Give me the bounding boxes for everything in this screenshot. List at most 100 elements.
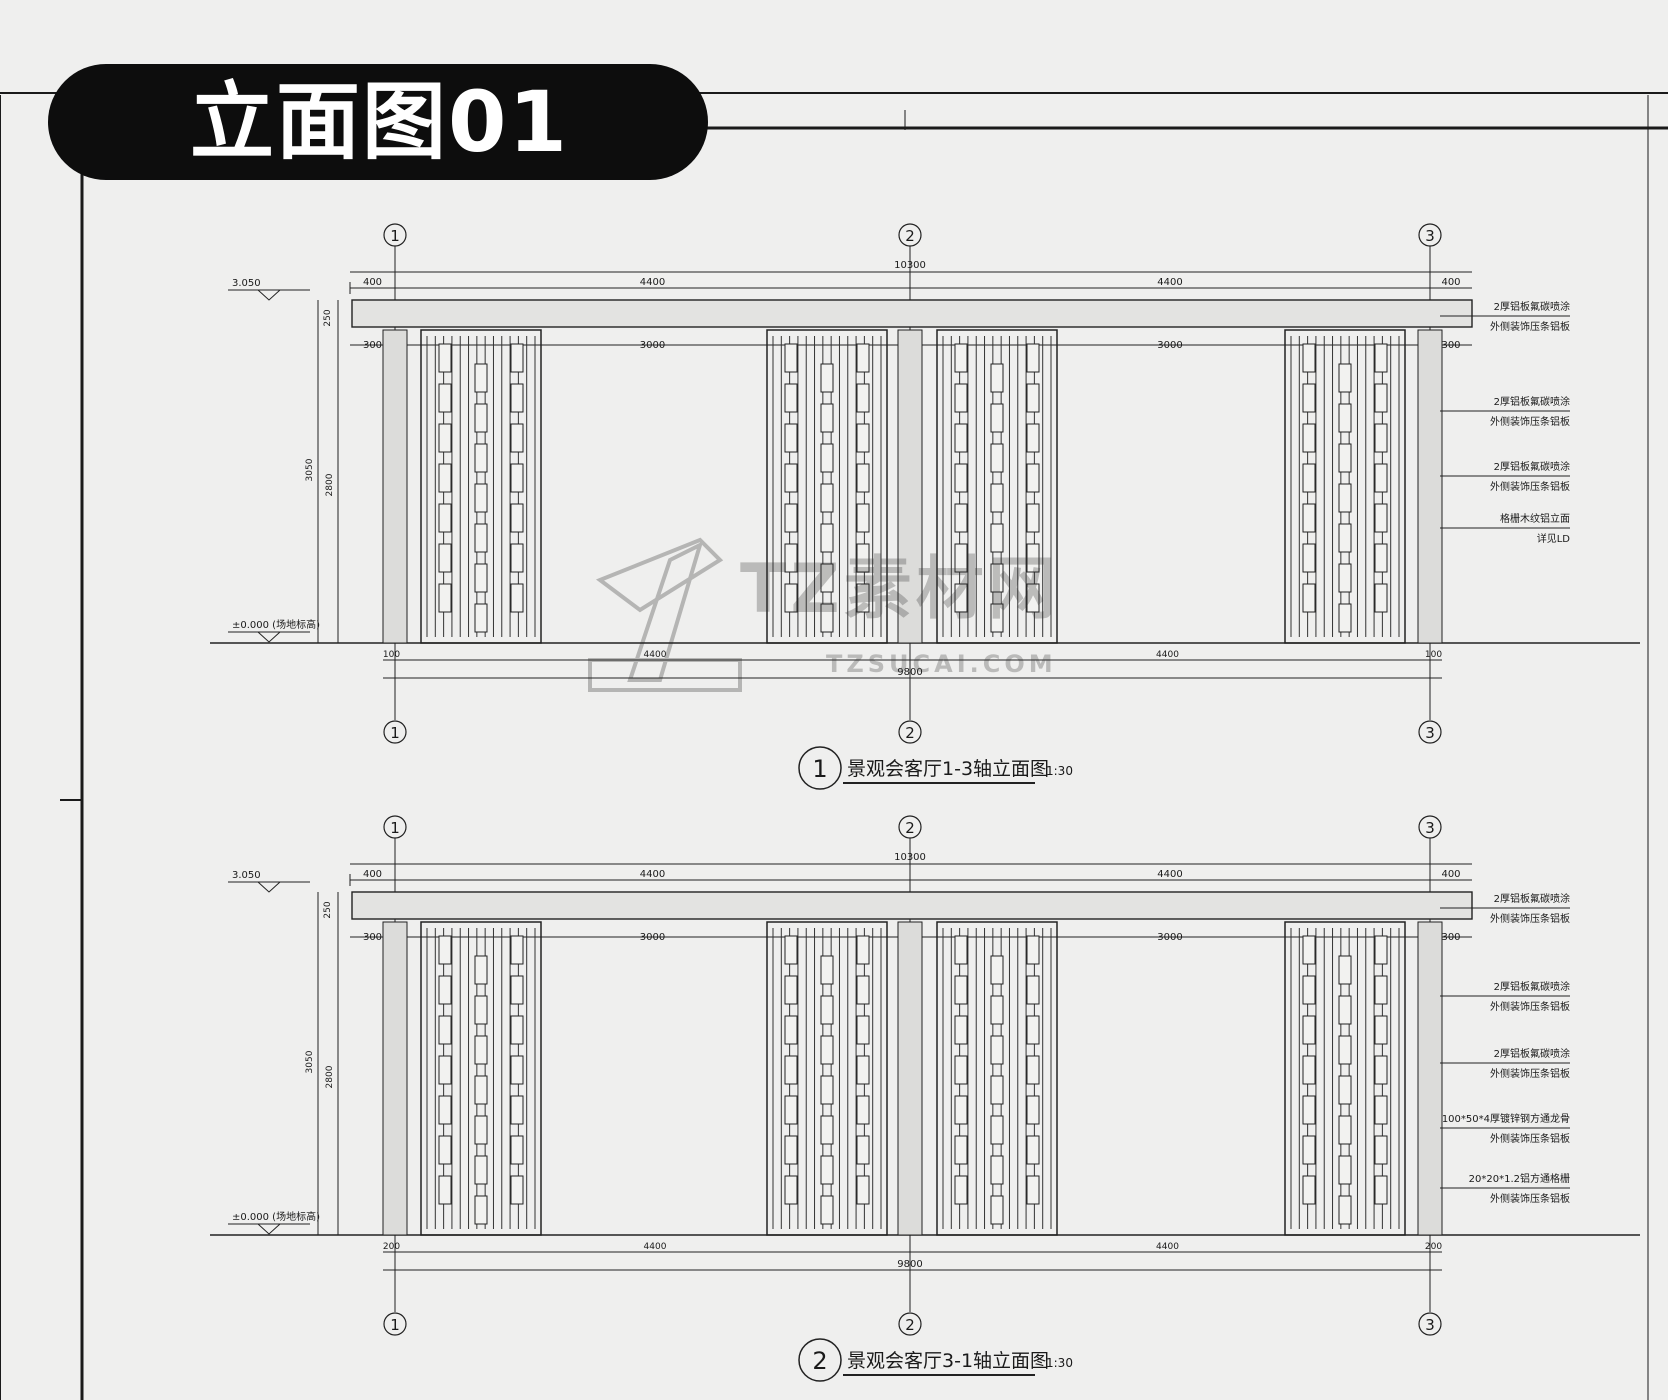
screen-block [1026, 1015, 1040, 1045]
screen-block [1338, 443, 1352, 473]
top-dimension: 400 [1441, 869, 1460, 880]
ground-level-label: ±0.000 (场地标高) [232, 1210, 320, 1223]
top-dimension: 4400 [1157, 869, 1182, 880]
height-total-dim: 3050 [305, 458, 315, 481]
screen-block [1374, 423, 1388, 453]
screen-block [474, 1075, 488, 1105]
screen-block [474, 1155, 488, 1185]
annotation-text: 外侧装饰压条铝板 [1490, 912, 1570, 925]
screen-panel [936, 329, 1058, 644]
screen-block [1374, 1015, 1388, 1045]
screen-block [438, 1135, 452, 1165]
screen-block [1374, 1095, 1388, 1125]
screen-block [856, 423, 870, 453]
screen-block [1338, 363, 1352, 393]
overall-dimension: 10300 [894, 852, 926, 863]
screen-block [954, 423, 968, 453]
screen-block [856, 343, 870, 373]
screen-block [990, 955, 1004, 985]
screen-block [1302, 343, 1316, 373]
screen-block [990, 995, 1004, 1025]
screen-panel [936, 921, 1058, 1236]
screen-panel [420, 329, 542, 644]
screen-block [1302, 1175, 1316, 1205]
overall-dimension: 10300 [894, 260, 926, 271]
screen-panel [1284, 921, 1406, 1236]
page-title: 立面图01 [190, 73, 569, 171]
screen-block [856, 935, 870, 965]
screen-block [954, 503, 968, 533]
bottom-total-dim: 9800 [897, 667, 922, 678]
beam-height-dim: 250 [323, 309, 333, 326]
annotation-text: 外侧装饰压条铝板 [1490, 1067, 1570, 1080]
screen-block [820, 955, 834, 985]
screen-block [990, 483, 1004, 513]
screen-block [1026, 1095, 1040, 1125]
height-main-dim: 2800 [325, 1065, 335, 1088]
screen-block [438, 543, 452, 573]
screen-block [990, 523, 1004, 553]
screen-block [856, 1135, 870, 1165]
screen-block [1338, 1155, 1352, 1185]
screen-block [510, 975, 524, 1005]
screen-block [1338, 1035, 1352, 1065]
roof-beam [351, 299, 1473, 328]
screen-block [856, 1055, 870, 1085]
screen-block [474, 1195, 488, 1225]
level-marker-icon [256, 631, 282, 643]
axis-label: 2 [905, 227, 915, 245]
axis-bubble [898, 1312, 922, 1336]
bottom-dimension: 200 [383, 1242, 400, 1252]
axis-bubble [1418, 720, 1442, 744]
axis-bubble [383, 1312, 407, 1336]
caption-bubble [798, 1338, 842, 1382]
screen-block [438, 1055, 452, 1085]
screen-block [1302, 383, 1316, 413]
annotation-text: 外侧装饰压条铝板 [1490, 1192, 1570, 1205]
caption-number: 2 [812, 1347, 827, 1375]
screen-block [474, 603, 488, 633]
screen-block [510, 1095, 524, 1125]
level-marker-icon [256, 881, 282, 893]
axis-label: 1 [390, 227, 400, 245]
screen-block [1374, 583, 1388, 613]
watermark-logo-icon [588, 537, 742, 692]
watermark-url: TZSUCAI.COM [826, 650, 1057, 678]
top-level-label: 3.050 [232, 870, 261, 881]
screen-block [954, 1055, 968, 1085]
screen-block [954, 1135, 968, 1165]
screen-block [1026, 1055, 1040, 1085]
screen-block [474, 443, 488, 473]
level-marker-icon [256, 289, 282, 301]
title-pill [48, 64, 708, 180]
axis-bubble [898, 223, 922, 247]
screen-block [856, 463, 870, 493]
annotation-text: 详见LD [1537, 532, 1571, 545]
bottom-dimension: 4400 [644, 650, 667, 660]
annotation-text: 2厚铝板氟碳喷涂 [1494, 300, 1570, 313]
screen-block [1302, 423, 1316, 453]
screen-block [474, 403, 488, 433]
screen-block [1026, 935, 1040, 965]
screen-block [1026, 583, 1040, 613]
screen-block [856, 1015, 870, 1045]
column [382, 329, 408, 644]
screen-block [438, 503, 452, 533]
screen-block [1302, 503, 1316, 533]
screen-block [1302, 583, 1316, 613]
screen-block [820, 403, 834, 433]
screen-panel [766, 329, 888, 644]
annotation-text: 格栅木纹铝立面 [1500, 512, 1570, 525]
top-dimension: 400 [363, 869, 382, 880]
screen-block [990, 1035, 1004, 1065]
annotation-text: 20*20*1.2铝方通格栅 [1469, 1172, 1570, 1185]
screen-block [474, 563, 488, 593]
screen-block [1026, 975, 1040, 1005]
screen-block [510, 383, 524, 413]
screen-block [1374, 343, 1388, 373]
top-dimension: 4400 [1157, 277, 1182, 288]
screen-block [474, 523, 488, 553]
caption-scale: 1:30 [1046, 764, 1073, 778]
screen-block [438, 343, 452, 373]
screen-block [856, 975, 870, 1005]
